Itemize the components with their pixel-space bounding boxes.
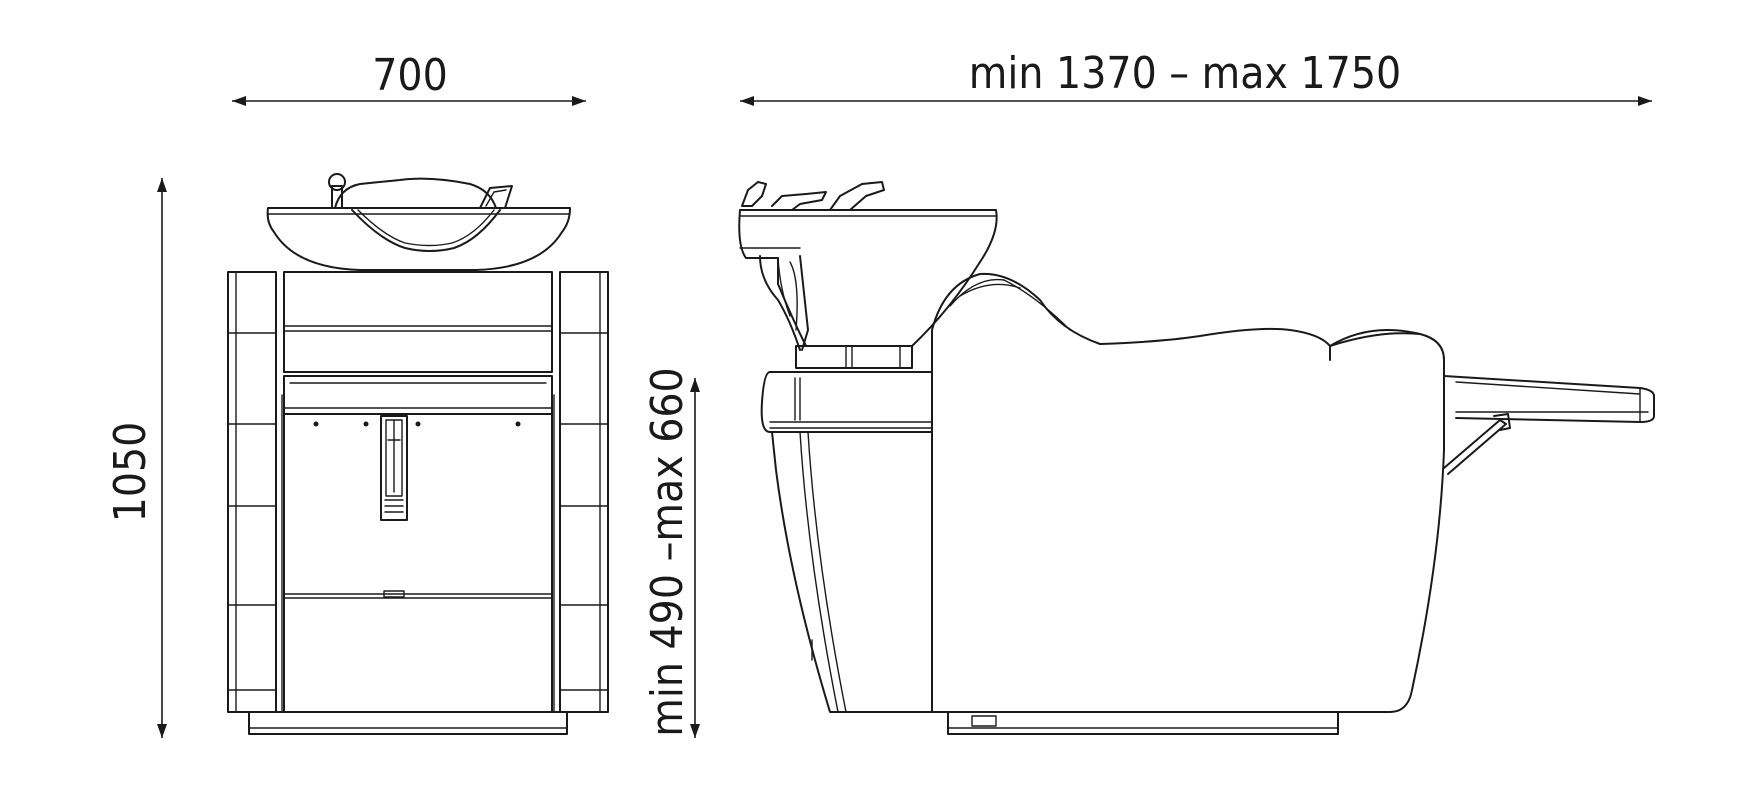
side-footrest <box>1443 375 1655 475</box>
side-basin-faucets <box>741 181 885 211</box>
dimension-side-length: min 1370 – max 1750 <box>740 48 1652 106</box>
side-front-column <box>760 371 933 713</box>
dimension-label-total-height: 1050 <box>105 422 156 523</box>
side-base-plinth <box>947 711 1339 735</box>
dimension-front-width: 700 <box>232 50 586 106</box>
side-basin <box>738 209 998 351</box>
dimension-seat-height: min 490 –max 660 <box>642 367 700 738</box>
side-view-unit <box>738 181 1655 735</box>
front-drain-pipe <box>380 415 408 521</box>
side-base-label <box>971 715 997 727</box>
side-chair-body <box>931 329 1445 713</box>
front-lower-cabinet <box>283 413 553 713</box>
side-basin-column <box>795 345 913 369</box>
front-upper-cabinet <box>283 271 553 415</box>
front-left-side-panel <box>227 271 277 713</box>
front-right-side-panel <box>559 271 609 713</box>
dimension-total-height: 1050 <box>105 178 167 738</box>
front-base-plinth <box>248 711 568 735</box>
front-basin-fittings <box>328 173 513 209</box>
front-view-unit <box>227 173 609 735</box>
dimension-label-side-length: min 1370 – max 1750 <box>969 48 1401 99</box>
dimension-label-seat-height: min 490 –max 660 <box>642 367 693 736</box>
front-basin <box>266 207 571 271</box>
dimension-label-front-width: 700 <box>372 50 448 101</box>
side-chair-back-curve <box>931 272 1331 361</box>
